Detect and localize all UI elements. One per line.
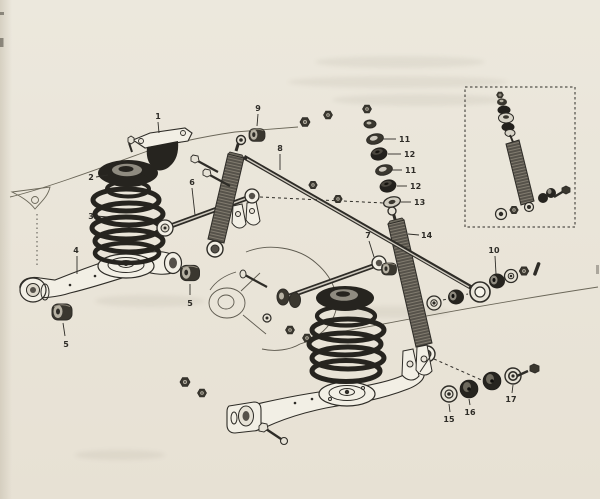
shock-lower-mount-parts [440,363,540,403]
shock-mount-stack [362,104,401,208]
nut [179,377,191,387]
callout-15-leader [448,403,451,413]
nut [197,388,207,398]
callout-11a: 11 [399,135,411,144]
coil-spring-right [306,304,387,384]
small-washer [262,313,272,323]
callout-1: 1 [155,112,161,121]
callout-9: 9 [255,104,261,113]
lower-control-arm-right [226,368,425,434]
control-arm-bushing-front [51,303,73,321]
rod-end-hardware [426,262,541,311]
callout-10: 10 [488,246,500,255]
mount-bracket-plates-left [231,200,261,229]
callout-15: 15 [443,415,455,424]
inset-shock-assembly [464,86,576,228]
callout-6: 6 [189,178,195,187]
callout-17: 17 [505,395,516,404]
callout-16-leader [468,398,471,406]
shock-absorber-left [206,134,247,258]
callout-17-leader [511,384,514,394]
track-rod-lower [276,255,397,308]
scan-edge-shade [0,0,12,499]
nut [308,180,318,190]
nut [299,117,311,127]
mount-bolts [190,154,231,187]
callout-12b: 12 [410,182,421,191]
nut [323,110,333,120]
callout-5b: 5 [187,299,193,308]
callout-7-leader [368,240,375,258]
mount-bracket-plates-right [401,344,433,381]
callout-13: 13 [414,198,425,207]
callout-16: 16 [464,408,476,417]
control-arm-bushing-rear [180,264,200,282]
callout-14: 14 [421,231,433,240]
callout-4: 4 [73,246,79,255]
scan-specks [0,12,599,274]
rod-bushing-9 [248,128,266,142]
callout-7: 7 [365,231,371,240]
chassis-ghost-left [9,126,299,267]
spring-seat-right [316,286,374,311]
callout-10-leader [494,255,497,275]
nut [333,194,343,204]
callout-12a: 12 [404,150,415,159]
callouts: 1 2 3 4 5 5 6 7 8 9 10 11 12 11 12 13 14 [62,104,517,424]
callout-11b: 11 [405,166,417,175]
callout-1-leader [157,121,160,134]
callout-5a-leader [62,322,66,337]
callout-2-leader [95,174,109,178]
callout-9-leader [256,113,259,127]
coil-spring-left [89,179,166,266]
bump-stop [131,127,193,171]
callout-5a: 5 [63,340,69,349]
arm-bolt [258,422,289,446]
callout-2: 2 [88,173,94,182]
callout-3-leader [95,215,109,218]
pivot-bolt [239,269,268,288]
callout-3: 3 [88,212,94,221]
bump-stop-bolt [127,135,135,153]
stabilizer-rod [242,155,491,303]
callout-14-leader [407,233,420,236]
callout-6-leader [191,187,196,216]
nut [285,325,295,335]
spring-seat-left [98,160,158,187]
callout-8: 8 [277,144,283,153]
